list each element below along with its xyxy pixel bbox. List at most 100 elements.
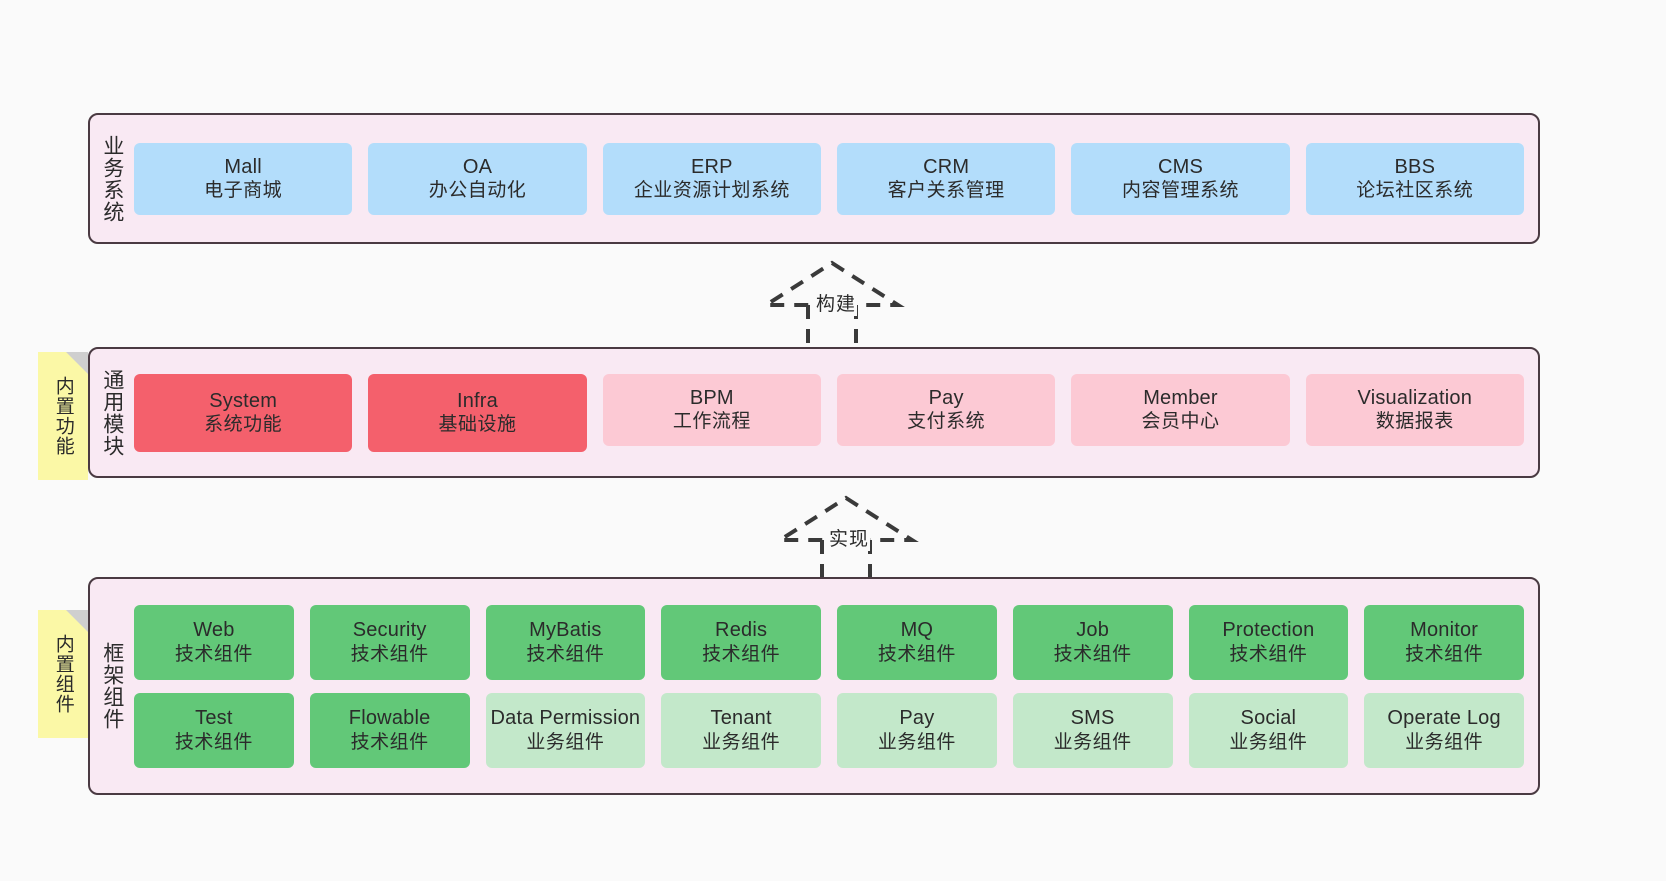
node-title: Visualization <box>1357 386 1473 409</box>
node-member[interactable]: Member 会员中心 <box>1071 373 1290 446</box>
node-title: Data Permission <box>490 707 641 730</box>
node-title: Job <box>1076 619 1110 642</box>
node-subtitle: 内容管理系统 <box>1121 180 1239 202</box>
node-subtitle: 技术组件 <box>174 731 253 753</box>
node-title: Protection <box>1222 619 1315 642</box>
node-operate-log[interactable]: Operate Log 业务组件 <box>1364 692 1524 768</box>
node-title: BBS <box>1394 155 1436 178</box>
node-subtitle: 办公自动化 <box>428 180 527 202</box>
node-security[interactable]: Security 技术组件 <box>309 604 470 680</box>
node-crm[interactable]: CRM 客户关系管理 <box>836 142 1056 215</box>
layer-business-system: 业务系统 Mall 电子商城 OA 办公自动化 ERP 企业资源计划系统 CRM… <box>88 113 1540 244</box>
node-row: Test 技术组件 Flowable 技术组件 Data Permission … <box>134 692 1524 768</box>
node-subtitle: 技术组件 <box>526 643 605 665</box>
node-title: Security <box>352 619 427 642</box>
node-subtitle: 电子商城 <box>204 180 283 202</box>
node-visualization[interactable]: Visualization 数据报表 <box>1305 373 1524 446</box>
node-title: Mall <box>224 155 262 178</box>
node-pay-component[interactable]: Pay 业务组件 <box>837 692 997 768</box>
connector-implement-label: 实现 <box>828 524 871 551</box>
layer-label-business-system: 业务系统 <box>100 134 124 223</box>
node-mybatis[interactable]: MyBatis 技术组件 <box>485 604 646 680</box>
node-subtitle: 基础设施 <box>438 414 517 436</box>
node-title: Flowable <box>348 707 431 730</box>
node-title: OA <box>462 155 493 178</box>
node-title: Monitor <box>1410 619 1479 642</box>
connector-build-label: 构建 <box>815 289 858 316</box>
node-title: CMS <box>1157 155 1203 178</box>
node-subtitle: 系统功能 <box>204 414 283 436</box>
node-title: System <box>209 389 278 412</box>
node-subtitle: 客户关系管理 <box>887 180 1005 202</box>
node-protection[interactable]: Protection 技术组件 <box>1188 604 1349 680</box>
node-subtitle: 技术组件 <box>702 643 781 665</box>
node-subtitle: 技术组件 <box>174 643 253 665</box>
node-subtitle: 技术组件 <box>350 731 429 753</box>
node-subtitle: 业务组件 <box>877 731 956 753</box>
node-subtitle: 业务组件 <box>702 731 781 753</box>
layer-body-common-module: System 系统功能 Infra 基础设施 BPM 工作流程 Pay 支付系统… <box>134 349 1538 476</box>
node-title: Infra <box>456 389 498 412</box>
node-title: Tenant <box>710 707 772 730</box>
node-system[interactable]: System 系统功能 <box>134 373 353 452</box>
node-mq[interactable]: MQ 技术组件 <box>837 604 997 680</box>
node-title: Pay <box>899 707 935 730</box>
node-test[interactable]: Test 技术组件 <box>134 692 294 768</box>
node-oa[interactable]: OA 办公自动化 <box>368 142 587 215</box>
node-erp[interactable]: ERP 企业资源计划系统 <box>602 142 821 215</box>
node-subtitle: 技术组件 <box>1053 643 1132 665</box>
node-job[interactable]: Job 技术组件 <box>1012 604 1173 680</box>
node-tenant[interactable]: Tenant 业务组件 <box>661 692 821 768</box>
layer-body-business-system: Mall 电子商城 OA 办公自动化 ERP 企业资源计划系统 CRM 客户关系… <box>134 115 1538 242</box>
layer-label-framework-component: 框架组件 <box>100 642 124 730</box>
node-subtitle: 技术组件 <box>1405 643 1484 665</box>
node-web[interactable]: Web 技术组件 <box>134 604 294 680</box>
node-row: Web 技术组件 Security 技术组件 MyBatis 技术组件 Redi… <box>134 604 1524 680</box>
node-title: ERP <box>690 155 733 178</box>
note-builtin-function: 内置功能 <box>38 352 88 480</box>
node-bbs[interactable]: BBS 论坛社区系统 <box>1305 142 1524 215</box>
note-text: 内置功能 <box>52 376 74 456</box>
note-builtin-component: 内置组件 <box>38 610 88 738</box>
node-subtitle: 会员中心 <box>1141 411 1220 433</box>
node-title: CRM <box>923 155 970 178</box>
note-fold-corner-icon <box>66 352 88 374</box>
node-mall[interactable]: Mall 电子商城 <box>134 142 353 215</box>
node-subtitle: 技术组件 <box>1229 643 1308 665</box>
node-infra[interactable]: Infra 基础设施 <box>368 373 587 452</box>
node-bpm[interactable]: BPM 工作流程 <box>602 373 821 446</box>
node-row: System 系统功能 Infra 基础设施 BPM 工作流程 Pay 支付系统… <box>134 373 1524 452</box>
node-subtitle: 业务组件 <box>1053 731 1132 753</box>
node-sms[interactable]: SMS 业务组件 <box>1012 692 1173 768</box>
node-subtitle: 业务组件 <box>526 731 605 753</box>
node-subtitle: 技术组件 <box>877 643 956 665</box>
node-subtitle: 业务组件 <box>1229 731 1308 753</box>
node-pay[interactable]: Pay 支付系统 <box>836 373 1056 446</box>
node-subtitle: 论坛社区系统 <box>1356 180 1474 202</box>
node-data-permission[interactable]: Data Permission 业务组件 <box>485 692 646 768</box>
node-subtitle: 业务组件 <box>1405 731 1484 753</box>
node-monitor[interactable]: Monitor 技术组件 <box>1364 604 1524 680</box>
note-fold-corner-icon <box>66 610 88 632</box>
layer-label-common-module: 通用模块 <box>100 368 124 457</box>
node-title: Operate Log <box>1387 707 1501 730</box>
layer-framework-component: 框架组件 Web 技术组件 Security 技术组件 MyBatis 技术组件… <box>88 577 1540 795</box>
node-title: MQ <box>900 619 934 642</box>
node-subtitle: 数据报表 <box>1375 411 1454 433</box>
note-text: 内置组件 <box>52 634 74 714</box>
node-social[interactable]: Social 业务组件 <box>1188 692 1349 768</box>
node-redis[interactable]: Redis 技术组件 <box>661 604 821 680</box>
node-flowable[interactable]: Flowable 技术组件 <box>309 692 470 768</box>
node-subtitle: 企业资源计划系统 <box>633 180 790 202</box>
layer-common-module: 通用模块 System 系统功能 Infra 基础设施 BPM 工作流程 Pay… <box>88 347 1540 478</box>
node-title: Social <box>1240 707 1297 730</box>
node-subtitle: 支付系统 <box>907 411 986 433</box>
node-subtitle: 技术组件 <box>350 643 429 665</box>
layer-body-framework-component: Web 技术组件 Security 技术组件 MyBatis 技术组件 Redi… <box>134 579 1538 793</box>
node-title: MyBatis <box>529 619 602 642</box>
node-cms[interactable]: CMS 内容管理系统 <box>1071 142 1290 215</box>
node-title: Pay <box>928 386 964 409</box>
node-title: Test <box>195 707 233 730</box>
node-subtitle: 工作流程 <box>672 411 751 433</box>
